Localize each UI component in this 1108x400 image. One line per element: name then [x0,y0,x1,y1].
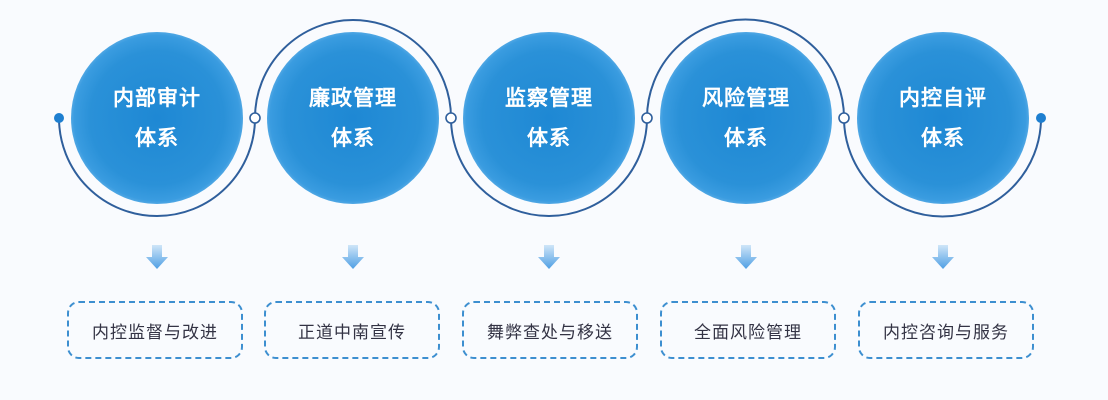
bubble-title: 廉政管理 [309,86,397,110]
down-arrow-icon [538,245,560,269]
end-node-icon [1036,113,1046,123]
detail-box-internal-audit: 内控监督与改进 [67,301,243,359]
system-bubble-supervision: 监察管理 体系 [463,32,635,204]
down-arrow-icon [146,245,168,269]
system-bubble-integrity: 廉政管理 体系 [267,32,439,204]
bubble-subtitle: 体系 [527,126,571,150]
bubble-title: 内部审计 [113,86,201,110]
bubble-subtitle: 体系 [135,126,179,150]
bubble-title: 内控自评 [899,86,987,110]
detail-box-self-assessment: 内控咨询与服务 [858,301,1034,359]
bubble-title: 监察管理 [505,86,593,110]
start-node-icon [54,113,64,123]
system-bubble-risk: 风险管理 体系 [660,32,832,204]
detail-label: 内控监督与改进 [92,322,218,343]
circle-node-icon [838,112,850,124]
detail-label: 全面风险管理 [694,322,802,343]
circle-node-icon [641,112,653,124]
bubble-subtitle: 体系 [331,126,375,150]
detail-label: 正道中南宣传 [298,322,406,343]
system-bubble-internal-audit: 内部审计 体系 [71,32,243,204]
detail-box-integrity: 正道中南宣传 [264,301,440,359]
down-arrow-icon [342,245,364,269]
detail-label: 舞弊查处与移送 [487,322,613,343]
detail-label: 内控咨询与服务 [883,322,1009,343]
bubble-subtitle: 体系 [724,126,768,150]
detail-box-risk: 全面风险管理 [660,301,836,359]
bubble-title: 风险管理 [702,86,790,110]
system-bubble-self-assessment: 内控自评 体系 [857,32,1029,204]
circle-node-icon [445,112,457,124]
down-arrow-icon [932,245,954,269]
circle-node-icon [249,112,261,124]
bubble-subtitle: 体系 [921,126,965,150]
down-arrow-icon [735,245,757,269]
detail-box-supervision: 舞弊查处与移送 [462,301,638,359]
